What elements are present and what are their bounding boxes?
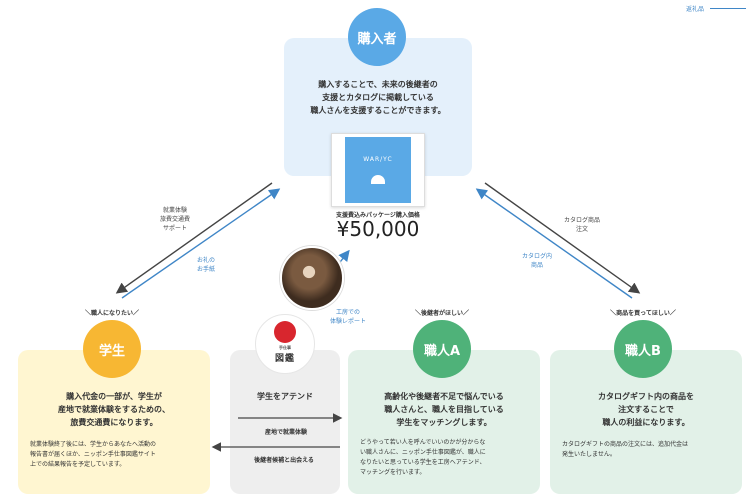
student-circle: 学生 [83, 320, 141, 378]
craftsman-b-line: 注文することで [618, 405, 674, 414]
craftsman-a-note-line: マッチングを行います。 [360, 469, 426, 476]
student-title: 学生 [98, 343, 125, 359]
arrow-buyer-to-craftb [484, 182, 641, 294]
flow-label-travel-support: 就業体験 旅費交通費 サポート [150, 206, 200, 233]
craftsman-b-line: 職人の利益になります。 [602, 418, 690, 427]
craftsman-a-note: どうやって若い人を呼んでいいのかが分からな い職人さんに、ニッポン手仕事図鑑が、… [360, 438, 536, 478]
buyer-description: 購入することで、未来の後継者の 支援とカタログに掲載している 職人さんを支援する… [290, 78, 466, 117]
arrow-craftb-to-buyer [475, 188, 633, 299]
flow-label-line: 商品 [530, 262, 543, 269]
package-brand: WAR/YC [363, 156, 393, 163]
craftsman-b-note-line: カタログギフトの商品の注文には、追加代金は [562, 441, 689, 448]
rising-sun-icon [274, 320, 296, 343]
gift-package-image: WAR/YC [331, 133, 425, 207]
nippon-tebiki-logo: 手仕事 図鑑 [255, 314, 315, 374]
legend: 返礼品 [686, 4, 746, 13]
flow-label-line: お手紙 [196, 266, 215, 273]
student-line: 産地で就業体験をするための、 [58, 405, 170, 414]
arrow-label-meet-successor: 後継者候補と出会える [254, 457, 314, 464]
student-note-line: 上での結果報告を予定しています。 [30, 461, 126, 468]
photo-label-line: 体験レポート [329, 318, 366, 325]
craftsman-b-title: 職人B [625, 343, 661, 359]
attend-card [230, 350, 340, 494]
package-emblem-icon [371, 175, 385, 184]
craftsman-a-note-line: なりたいと思っている学生を工房へアテンド、 [360, 459, 486, 466]
student-description: 購入代金の一部が、学生が 産地で就業体験をするための、 旅費交通費になります。 [24, 390, 204, 429]
arrow-label-work-experience: 産地で就業体験 [264, 429, 307, 436]
craftsman-b-note: カタログギフトの商品の注文には、追加代金は 発生いたしません。 [562, 440, 738, 460]
photo-label-line: 工房での [335, 309, 360, 316]
craftsman-b-circle: 職人B [614, 320, 672, 378]
craftsman-b-tag: ＼商品を買ってほしい／ [610, 310, 676, 317]
student-note-line: 就業体験終了後には、学生からあなたへ活動の [30, 441, 157, 448]
legend-line [710, 8, 746, 9]
craftsman-b-description: カタログギフト内の商品を 注文することで 職人の利益になります。 [556, 390, 736, 429]
flow-label-line: 旅費交通費 [159, 216, 190, 223]
craftsman-a-description: 高齢化や後継者不足で悩んでいる 職人さんと、職人を目指している 学生をマッチング… [354, 390, 534, 429]
craftsman-a-line: 高齢化や後継者不足で悩んでいる [384, 392, 504, 401]
arrow-student-to-buyer [121, 188, 281, 299]
flow-label-line: サポート [162, 225, 187, 232]
buyer-line: 支援とカタログに掲載している [322, 93, 434, 102]
student-tag: ＼職人になりたい／ [84, 310, 139, 317]
craftsman-a-note-line: どうやって若い人を呼んでいいのかが分からな [360, 439, 486, 446]
flow-label-line: お礼の [196, 257, 215, 264]
legend-label: 返礼品 [685, 6, 704, 13]
student-line: 旅費交通費になります。 [70, 418, 158, 427]
flow-label-line: 就業体験 [162, 207, 187, 214]
student-line: 購入代金の一部が、学生が [66, 392, 162, 401]
photo-label: 工房での 体験レポート [318, 308, 378, 326]
flow-label-line: カタログ商品 [563, 217, 600, 224]
craftsman-a-line: 学生をマッチングします。 [396, 418, 492, 427]
student-note: 就業体験終了後には、学生からあなたへ活動の 報告書が届くほか、ニッポン手仕事図鑑… [30, 440, 206, 470]
price-label: 支援費込みパッケージ購入価格 [336, 212, 420, 219]
price: ¥50,000 [336, 217, 420, 241]
flow-label-thanks-letter: お礼の お手紙 [186, 256, 226, 274]
craftsman-b-line: カタログギフト内の商品を [598, 392, 694, 401]
buyer-line: 購入することで、未来の後継者の [318, 80, 438, 89]
flow-label-catalog-item: カタログ内 商品 [512, 252, 562, 270]
buyer-line: 職人さんを支援することができます。 [310, 106, 446, 115]
craftsman-a-line: 職人さんと、職人を目指している [384, 405, 504, 414]
arrow-buyer-to-student [115, 182, 273, 294]
buyer-circle: 購入者 [348, 8, 406, 66]
gift-package-box: WAR/YC [345, 137, 411, 203]
craftsman-b-note-line: 発生いたしません。 [562, 451, 616, 458]
flow-label-line: カタログ内 [521, 253, 552, 260]
craftsman-a-title: 職人A [423, 343, 461, 359]
craftsman-a-note-line: い職人さんに、ニッポン手仕事図鑑が、職人に [360, 449, 486, 456]
logo-main-text: 図鑑 [274, 353, 295, 364]
student-note-line: 報告書が届くほか、ニッポン手仕事図鑑サイト [30, 451, 156, 458]
workshop-photo [280, 246, 344, 310]
flow-label-catalog-order: カタログ商品 注文 [552, 216, 612, 234]
craftsman-a-circle: 職人A [413, 320, 471, 378]
buyer-title: 購入者 [357, 31, 397, 47]
attend-title: 学生をアテンド [257, 392, 313, 401]
logo-small-text: 手仕事 [279, 344, 291, 350]
craftsman-a-tag: ＼後継者がほしい／ [414, 310, 469, 317]
flow-label-line: 注文 [575, 226, 588, 233]
